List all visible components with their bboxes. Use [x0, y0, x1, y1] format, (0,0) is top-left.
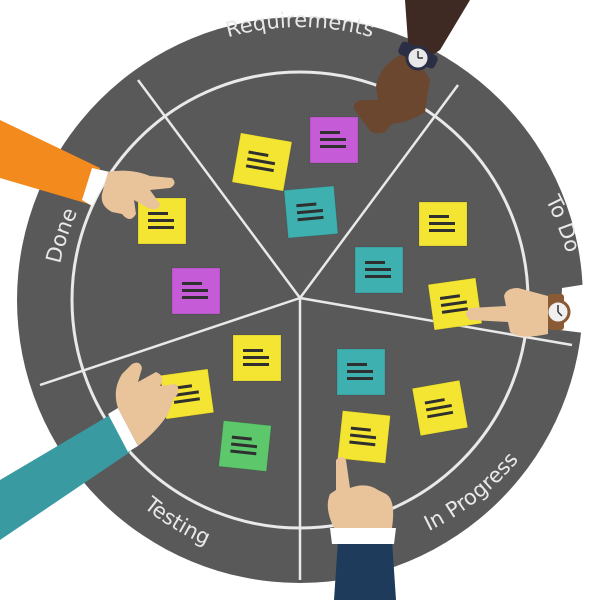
sticky-note[interactable] [283, 185, 339, 239]
sticky-note[interactable] [427, 277, 483, 331]
sticky-note[interactable] [231, 132, 293, 192]
cuff [82, 168, 110, 206]
top-hand [353, 0, 470, 134]
sticky-note[interactable] [218, 420, 272, 472]
divider-line [298, 84, 460, 299]
cuff [108, 408, 138, 452]
hand [353, 55, 430, 134]
bottom-hand [327, 457, 396, 600]
sleeve [560, 282, 600, 335]
left-hand [0, 120, 175, 219]
sleeve [334, 540, 396, 600]
sticky-note[interactable] [411, 379, 469, 437]
divider-line [39, 296, 301, 387]
sticky-note[interactable] [171, 267, 221, 315]
hand [466, 288, 548, 337]
sleeve [0, 120, 100, 205]
sticky-note[interactable] [309, 116, 359, 164]
sticky-note[interactable] [418, 201, 468, 247]
hand [115, 362, 179, 446]
sticky-note[interactable] [354, 246, 404, 294]
hand [327, 457, 394, 528]
sticky-note[interactable] [336, 348, 386, 396]
hand [101, 170, 175, 219]
cuff [330, 528, 396, 544]
divider-line [136, 79, 302, 299]
sticky-note[interactable] [232, 334, 282, 382]
right-hand [466, 282, 600, 337]
bottom-left-hand [0, 362, 179, 540]
sticky-note[interactable] [337, 410, 391, 464]
sleeve [0, 415, 130, 540]
